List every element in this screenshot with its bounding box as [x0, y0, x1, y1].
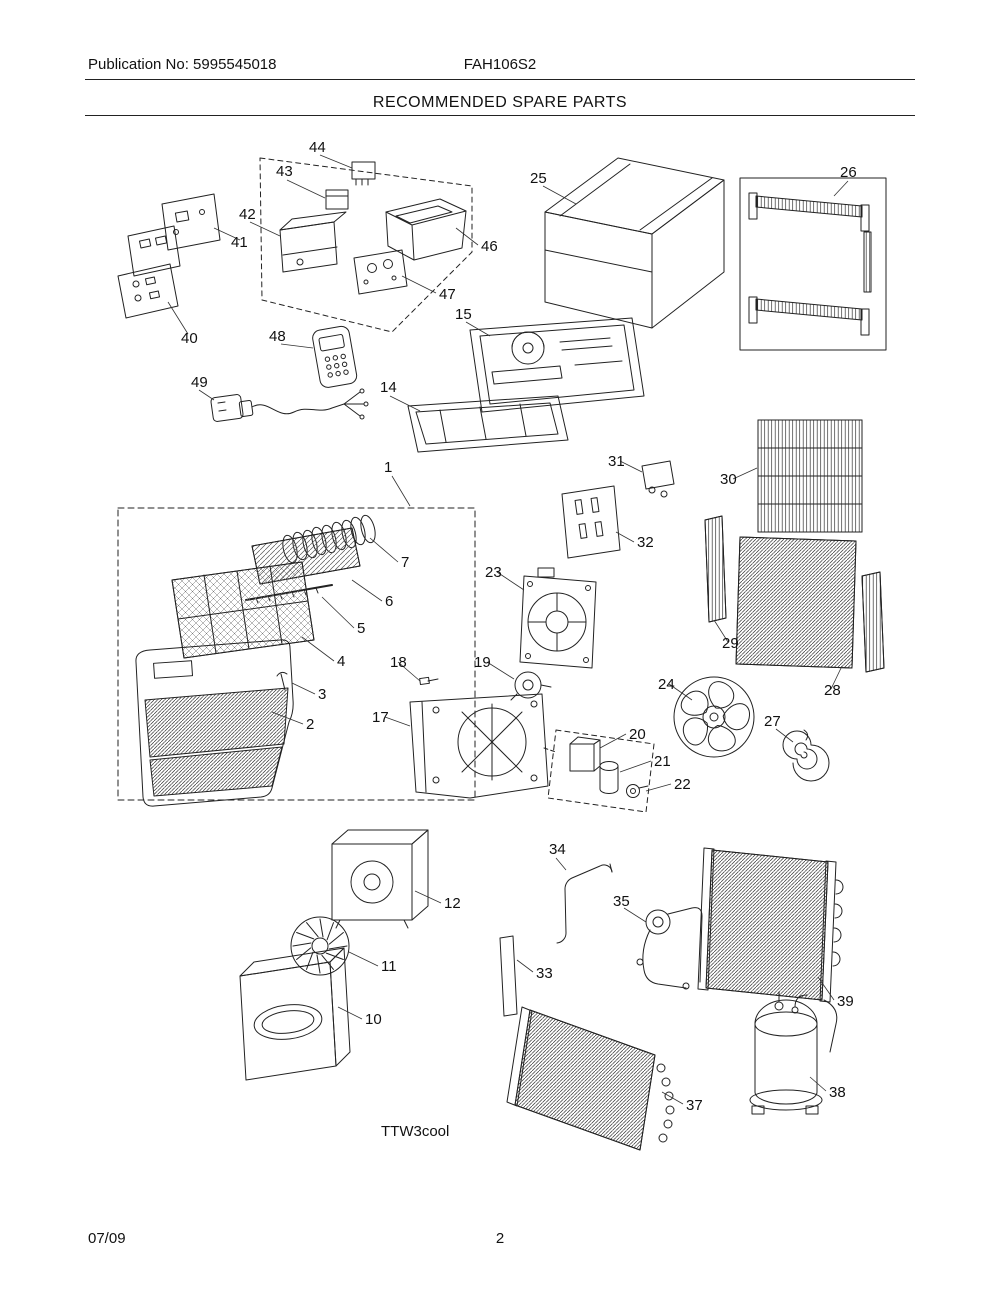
- callout-6: 6: [385, 593, 393, 610]
- callout-29: 29: [722, 635, 739, 652]
- callout-labels: 1 2 3 4 5 6 7 10 11 12 14 15 17 18 19 20…: [181, 139, 857, 1114]
- footer-date: 07/09: [88, 1230, 126, 1247]
- part-47-bracket: [353, 249, 408, 295]
- header-rule: [85, 79, 915, 80]
- callout-44: 44: [309, 139, 326, 156]
- callout-40: 40: [181, 330, 198, 347]
- part-41-board: [161, 193, 221, 251]
- part-20-switch-box: [569, 736, 601, 772]
- part-11-blower-fan: [290, 916, 350, 976]
- callout-39: 39: [837, 993, 854, 1010]
- publication-number: Publication No: 5995545018: [88, 56, 277, 73]
- part-28-side-panel: [735, 536, 885, 673]
- callout-3: 3: [318, 686, 326, 703]
- model-number: FAH106S2: [463, 56, 537, 73]
- part-2-front-panel: [135, 639, 294, 807]
- callout-10: 10: [365, 1011, 382, 1028]
- callout-26: 26: [840, 164, 857, 181]
- part-44-connector: [351, 161, 376, 186]
- callout-28: 28: [824, 682, 841, 699]
- callout-21: 21: [654, 753, 671, 770]
- part-35-tubing: [636, 907, 703, 990]
- callout-31: 31: [608, 453, 625, 470]
- callout-2: 2: [306, 716, 314, 733]
- title-rule: [85, 115, 915, 116]
- part-17-partition: [409, 693, 549, 799]
- part-48-remote-control: [312, 325, 358, 388]
- part-27-drain-spiral: [782, 729, 830, 782]
- part-43-relay: [325, 189, 349, 210]
- part-4-air-filter: [171, 561, 315, 659]
- callout-11: 11: [381, 958, 397, 975]
- callout-27: 27: [764, 713, 781, 730]
- part-29-side-louver: [704, 515, 727, 623]
- part-38-compressor: [749, 991, 823, 1115]
- callout-23: 23: [485, 564, 502, 581]
- callout-48: 48: [269, 328, 286, 345]
- part-37-evaporator: [506, 1006, 675, 1151]
- capacitor-group-outline: [547, 729, 655, 813]
- callout-35: 35: [613, 893, 630, 910]
- footer-page-number: 2: [495, 1230, 505, 1247]
- part-15-base-pan: [469, 317, 645, 413]
- callout-20: 20: [629, 726, 646, 743]
- part-49-power-cord: [210, 388, 369, 422]
- callout-33: 33: [536, 965, 553, 982]
- part-42-control-box: [279, 211, 347, 273]
- callout-34: 34: [549, 841, 566, 858]
- callout-5: 5: [357, 620, 365, 637]
- part-26-frame-kit: [739, 177, 887, 351]
- part-30-rear-grille: [757, 419, 863, 533]
- callout-17: 17: [372, 709, 389, 726]
- callout-12: 12: [444, 895, 461, 912]
- callout-24: 24: [658, 676, 675, 693]
- part-24-fan-blade: [673, 676, 755, 758]
- watermark-text: TTW3cool: [381, 1123, 450, 1140]
- part-32-support: [561, 485, 621, 559]
- callout-46: 46: [481, 238, 498, 255]
- callout-7: 7: [401, 554, 409, 571]
- part-33-strip: [499, 935, 518, 1017]
- callout-15: 15: [455, 306, 472, 323]
- part-19-fan-motor: [510, 671, 552, 701]
- callout-25: 25: [530, 170, 547, 187]
- callout-18: 18: [390, 654, 407, 671]
- part-14-shroud: [407, 395, 569, 453]
- part-34-tube: [556, 863, 613, 944]
- part-25-cabinet-shell: [544, 157, 725, 329]
- callout-1: 1: [384, 459, 392, 476]
- part-10-intake-panel: [239, 947, 351, 1081]
- part-18-pin: [419, 676, 439, 686]
- part-23-fan-shroud: [519, 567, 597, 669]
- callout-30: 30: [720, 471, 737, 488]
- page-title: RECOMMENDED SPARE PARTS: [372, 94, 628, 111]
- callout-32: 32: [637, 534, 654, 551]
- leader-lines: [167, 154, 849, 1105]
- front-assembly-outline: [117, 507, 476, 801]
- callout-43: 43: [276, 163, 293, 180]
- electrical-cluster-outline: [259, 157, 473, 333]
- part-21-capacitor: [599, 761, 619, 794]
- callout-37: 37: [686, 1097, 703, 1114]
- callout-47: 47: [439, 286, 456, 303]
- part-39-condenser: [697, 847, 844, 1053]
- callout-19: 19: [474, 654, 491, 671]
- part-12-blower-housing: [331, 829, 429, 929]
- callout-4: 4: [337, 653, 345, 670]
- callout-22: 22: [674, 776, 691, 793]
- part-22-grommet: [626, 784, 649, 798]
- callout-38: 38: [829, 1084, 846, 1101]
- callout-42: 42: [239, 206, 256, 223]
- capacitor-group-link: [543, 747, 557, 753]
- callout-49: 49: [191, 374, 208, 391]
- callout-14: 14: [380, 379, 397, 396]
- part-31-bracket: [641, 460, 675, 498]
- part-46-electrical-box: [385, 198, 467, 261]
- part-40-switch-panels: [117, 225, 181, 319]
- callout-41: 41: [231, 234, 248, 251]
- part-3-clip: [276, 671, 288, 691]
